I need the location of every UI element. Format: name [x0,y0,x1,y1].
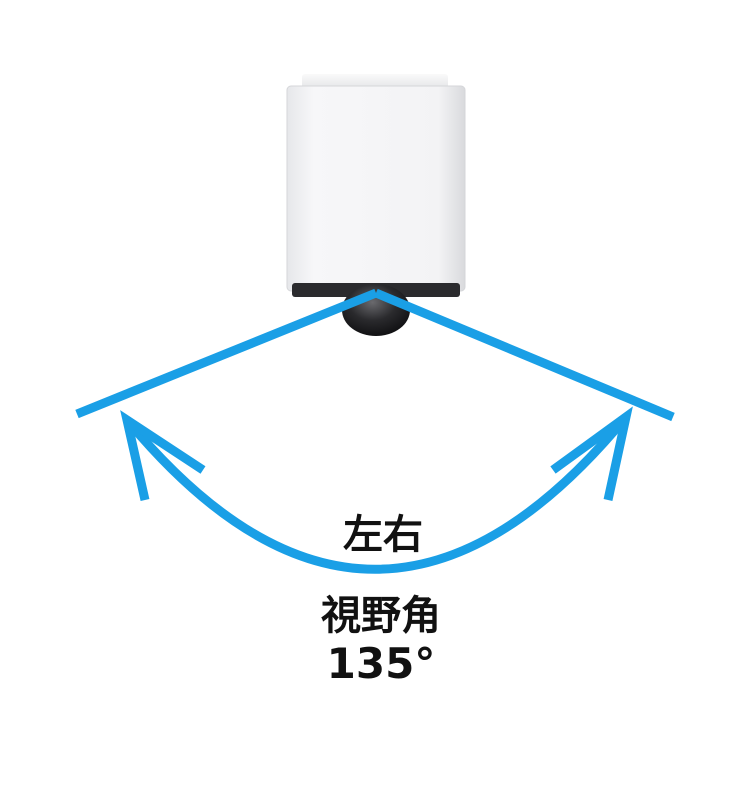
field-of-view-lines [75,288,675,422]
camera-lens [342,284,410,336]
direction-label: 左右 [343,512,423,558]
arc-curve [123,414,630,574]
field-of-view-label: 視野角 [321,593,441,639]
angle-value: 135° [327,639,436,688]
security-camera-icon [286,74,466,336]
camera-body [286,85,466,292]
field-of-view-arc [120,406,633,574]
right-arrowhead [550,406,633,501]
right-view-line [374,288,675,422]
left-view-line [75,288,378,419]
left-arrowhead [120,410,206,501]
